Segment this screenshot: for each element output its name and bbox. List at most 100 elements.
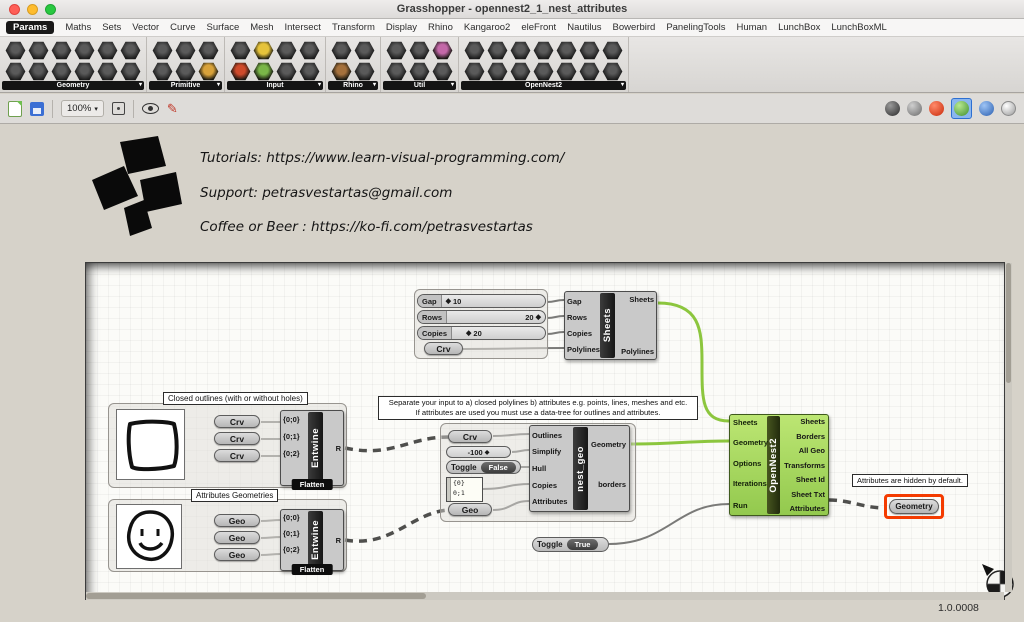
- slider-handle[interactable]: ◆: [466, 329, 471, 337]
- component-icon[interactable]: [487, 41, 508, 60]
- port-in[interactable]: Geometry: [733, 438, 768, 447]
- crv-param[interactable]: Crv: [448, 430, 492, 443]
- component-icon[interactable]: [464, 41, 485, 60]
- component-icon[interactable]: [74, 41, 95, 60]
- tab-bowerbird[interactable]: Bowerbird: [613, 22, 656, 33]
- component-icon[interactable]: [556, 62, 577, 81]
- coffee-note[interactable]: Coffee or Beer : https://ko-fi.com/petra…: [200, 219, 533, 235]
- display-red-icon[interactable]: [929, 101, 944, 116]
- port-in[interactable]: Simplify: [532, 447, 570, 456]
- component-icon[interactable]: [432, 62, 453, 81]
- minimize-button[interactable]: [27, 4, 38, 15]
- component-icon[interactable]: [230, 62, 251, 81]
- component-icon[interactable]: [276, 41, 297, 60]
- port-in[interactable]: {0;2}: [283, 545, 305, 554]
- closed-outlines-label[interactable]: Closed outlines (with or without holes): [163, 392, 308, 405]
- component-icon[interactable]: [533, 62, 554, 81]
- display-shaded-icon[interactable]: [885, 101, 900, 116]
- component-icon[interactable]: [276, 62, 297, 81]
- component-icon[interactable]: [510, 62, 531, 81]
- save-icon[interactable]: [30, 102, 44, 116]
- vertical-scroll-thumb[interactable]: [1006, 263, 1011, 383]
- component-icon[interactable]: [175, 41, 196, 60]
- port-in[interactable]: Outlines: [532, 431, 570, 440]
- tab-mesh[interactable]: Mesh: [250, 22, 273, 33]
- display-wire-icon[interactable]: [907, 101, 922, 116]
- crv-param[interactable]: Crv: [424, 342, 463, 355]
- component-icon[interactable]: [28, 62, 49, 81]
- component-icon[interactable]: [28, 41, 49, 60]
- toggle-value[interactable]: True: [567, 539, 599, 550]
- component-icon[interactable]: [175, 62, 196, 81]
- geometry-param[interactable]: Geometry: [889, 499, 939, 514]
- port-in[interactable]: Iterations: [733, 479, 767, 488]
- preview-eye-icon[interactable]: [142, 103, 159, 114]
- geo-param[interactable]: Geo: [214, 531, 260, 544]
- entwine-node-geometries[interactable]: {0;0} {0;1} {0;2} Entwine R Flatten: [280, 509, 344, 571]
- smiley-sketch-panel[interactable]: [116, 504, 182, 569]
- component-icon[interactable]: [74, 62, 95, 81]
- geo-param[interactable]: Geo: [214, 514, 260, 527]
- group-label-geometry[interactable]: Geometry: [2, 81, 144, 90]
- component-icon[interactable]: [253, 41, 274, 60]
- attributes-hidden-label[interactable]: Attributes are hidden by default.: [852, 474, 968, 487]
- input-instructions-note[interactable]: Separate your input to a) closed polylin…: [378, 396, 698, 420]
- maximize-button[interactable]: [45, 4, 56, 15]
- port-out[interactable]: Sheets: [784, 417, 825, 426]
- port-in[interactable]: {0;1}: [283, 432, 305, 441]
- component-icon[interactable]: [579, 62, 600, 81]
- zoom-level-select[interactable]: 100% ▾: [61, 100, 104, 117]
- port-in[interactable]: Copies: [532, 481, 570, 490]
- port-in[interactable]: {0;1}: [283, 529, 305, 538]
- geo-param[interactable]: Geo: [448, 503, 492, 516]
- port-in[interactable]: Gap: [567, 297, 597, 306]
- component-icon[interactable]: [386, 62, 407, 81]
- tab-human[interactable]: Human: [736, 22, 767, 33]
- port-in[interactable]: Hull: [532, 464, 570, 473]
- tab-panelingtools[interactable]: PanelingTools: [666, 22, 725, 33]
- crv-param[interactable]: Crv: [214, 449, 260, 462]
- run-toggle[interactable]: Toggle True: [532, 537, 609, 552]
- toggle-value[interactable]: False: [481, 462, 516, 473]
- component-icon[interactable]: [198, 62, 219, 81]
- port-out[interactable]: Geometry: [591, 440, 626, 449]
- component-icon[interactable]: [510, 41, 531, 60]
- geo-param[interactable]: Geo: [214, 548, 260, 561]
- tab-lunchboxml[interactable]: LunchBoxML: [831, 22, 886, 33]
- nest-geo-node[interactable]: Outlines Simplify Hull Copies Attributes…: [529, 425, 630, 512]
- tab-lunchbox[interactable]: LunchBox: [778, 22, 820, 33]
- tab-display[interactable]: Display: [386, 22, 417, 33]
- entwine-node-curves[interactable]: {0;0} {0;1} {0;2} Entwine R Flatten: [280, 410, 344, 486]
- component-icon[interactable]: [386, 41, 407, 60]
- port-out[interactable]: Transforms: [784, 461, 825, 470]
- component-icon[interactable]: [464, 62, 485, 81]
- component-icon[interactable]: [533, 41, 554, 60]
- attributes-geometries-label[interactable]: Attributes Geometries: [191, 489, 278, 502]
- group-label-util[interactable]: Util: [383, 81, 456, 90]
- port-out[interactable]: R: [326, 444, 341, 453]
- tab-intersect[interactable]: Intersect: [285, 22, 321, 33]
- tab-surface[interactable]: Surface: [207, 22, 240, 33]
- component-icon[interactable]: [556, 41, 577, 60]
- component-icon[interactable]: [331, 62, 352, 81]
- opennest2-node[interactable]: Sheets Geometry Options Iterations Run O…: [729, 414, 829, 516]
- new-file-icon[interactable]: [8, 101, 22, 117]
- component-icon[interactable]: [253, 62, 274, 81]
- slider-handle[interactable]: ◆: [536, 313, 541, 321]
- zoom-fit-icon[interactable]: [112, 102, 125, 115]
- component-icon[interactable]: [120, 41, 141, 60]
- component-icon[interactable]: [354, 62, 375, 81]
- component-icon[interactable]: [152, 62, 173, 81]
- display-globe-icon[interactable]: [1001, 101, 1016, 116]
- gap-slider[interactable]: Gap ◆10: [417, 294, 546, 308]
- tab-vector[interactable]: Vector: [132, 22, 159, 33]
- port-in[interactable]: Sheets: [733, 418, 758, 427]
- group-label-input[interactable]: Input: [227, 81, 323, 90]
- component-icon[interactable]: [152, 41, 173, 60]
- port-out[interactable]: Sheet Txt: [784, 490, 825, 499]
- component-icon[interactable]: [432, 41, 453, 60]
- port-out[interactable]: All Geo: [784, 446, 825, 455]
- display-blue-icon[interactable]: [979, 101, 994, 116]
- port-in[interactable]: Run: [733, 501, 748, 510]
- tab-curve[interactable]: Curve: [170, 22, 195, 33]
